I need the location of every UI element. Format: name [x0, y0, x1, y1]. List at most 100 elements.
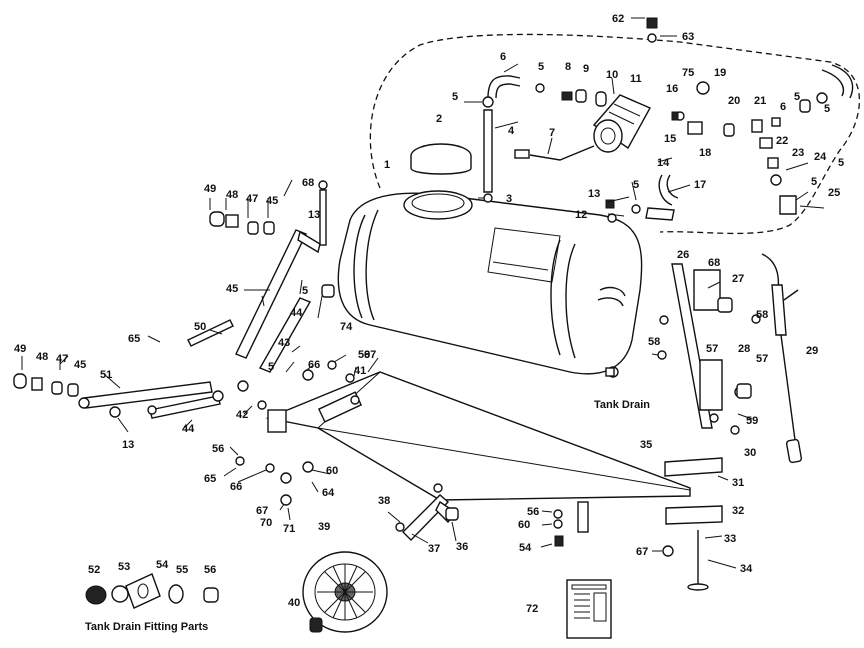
label-67b: 67: [256, 505, 268, 517]
wheel: [302, 551, 388, 633]
label-49b: 49: [14, 343, 26, 355]
label-66a: 66: [308, 359, 320, 371]
label-5: 5: [538, 61, 544, 73]
label-16: 16: [666, 83, 678, 95]
label-33: 33: [724, 533, 736, 545]
pump: [592, 94, 651, 153]
label-6: 6: [500, 51, 506, 63]
label-6b: 6: [780, 101, 786, 113]
label-13c: 13: [122, 439, 134, 451]
label-39: 39: [318, 521, 330, 533]
label-19: 19: [714, 67, 726, 79]
mount-plates: [664, 457, 723, 591]
label-29: 29: [806, 345, 818, 357]
label-65b: 65: [204, 473, 216, 485]
label-5d: 5: [838, 157, 844, 169]
label-66b: 66: [230, 481, 242, 493]
label-34: 34: [740, 563, 753, 575]
label-71: 71: [283, 523, 295, 535]
label-68a: 68: [302, 177, 314, 189]
label-54b: 54: [156, 559, 169, 571]
tank: [337, 190, 643, 375]
label-14: 14: [657, 157, 670, 169]
label-58a: 58: [756, 309, 768, 321]
drain-fitting-parts-caption: Tank Drain Fitting Parts: [85, 621, 208, 633]
bracket: [671, 263, 723, 429]
label-41: 41: [354, 365, 366, 377]
label-27: 27: [732, 273, 744, 285]
boom-arm-lower: [258, 297, 312, 373]
label-9: 9: [583, 63, 589, 75]
label-49a: 49: [204, 183, 216, 195]
label-17: 17: [694, 179, 706, 191]
label-5f: 5: [452, 91, 458, 103]
label-63: 63: [682, 31, 694, 43]
label-52: 52: [88, 564, 100, 576]
label-51: 51: [100, 369, 112, 381]
label-42: 42: [236, 409, 248, 421]
label-56b: 56: [527, 506, 539, 518]
label-56a: 56: [212, 443, 224, 455]
label-74: 74: [340, 321, 353, 333]
label-62: 62: [612, 13, 624, 25]
frame: [265, 371, 691, 501]
owners-manual: [566, 579, 612, 639]
label-45a: 45: [266, 195, 278, 207]
label-31: 31: [732, 477, 744, 489]
label-75: 75: [682, 67, 694, 79]
label-47b: 47: [56, 353, 68, 365]
label-15: 15: [664, 133, 676, 145]
label-68b: 68: [708, 257, 720, 269]
return-hose: [658, 174, 679, 206]
label-47a: 47: [246, 193, 258, 205]
label-24: 24: [814, 151, 827, 163]
label-50: 50: [194, 321, 206, 333]
label-45c: 45: [74, 359, 86, 371]
label-5i: 5: [268, 361, 274, 373]
label-21: 21: [754, 95, 766, 107]
label-5e: 5: [811, 176, 817, 188]
label-18: 18: [699, 147, 711, 159]
label-59a: 59: [358, 349, 370, 361]
label-67c: 67: [636, 546, 648, 558]
label-43: 43: [278, 337, 290, 349]
label-12: 12: [575, 209, 587, 221]
boom-bar-left: [78, 381, 213, 409]
drain-fitting-parts: [85, 573, 219, 609]
hand-wand: [761, 253, 803, 464]
label-8: 8: [565, 61, 571, 73]
label-64a: 64: [322, 487, 335, 499]
hose-connector: [645, 207, 675, 221]
part-labels: 62 63 6 5 8 9 10 11 75 19 16 20 21 6 5 5…: [14, 13, 844, 615]
label-57b: 57: [756, 353, 768, 365]
label-53: 53: [118, 561, 130, 573]
tank-drain-fitting: [605, 366, 619, 378]
label-20: 20: [728, 95, 740, 107]
label-3: 3: [506, 193, 512, 205]
label-44b: 44: [182, 423, 195, 435]
axle-cap: [309, 617, 323, 633]
label-65a: 65: [128, 333, 140, 345]
suction-tube: [483, 109, 493, 193]
label-37: 37: [428, 543, 440, 555]
label-1: 1: [384, 159, 390, 171]
label-67a: 67: [364, 349, 376, 361]
label-70: 70: [260, 517, 272, 529]
boom-nozzle-rod: [187, 319, 234, 347]
label-56c: 56: [204, 564, 216, 576]
label-40: 40: [288, 597, 300, 609]
leader-lines: [21, 17, 825, 569]
label-4: 4: [508, 125, 515, 137]
tank-drain-caption: Tank Drain: [594, 399, 650, 411]
label-5g: 5: [633, 179, 639, 191]
label-5b: 5: [794, 91, 800, 103]
hose-dashed-outline: [369, 33, 861, 235]
label-44a: 44: [290, 307, 303, 319]
boom-arm-upper: [235, 229, 321, 359]
label-7: 7: [549, 127, 555, 139]
label-2: 2: [436, 113, 442, 125]
label-35: 35: [640, 439, 652, 451]
label-58b: 58: [648, 336, 660, 348]
label-48a: 48: [226, 189, 238, 201]
label-60a: 60: [326, 465, 338, 477]
